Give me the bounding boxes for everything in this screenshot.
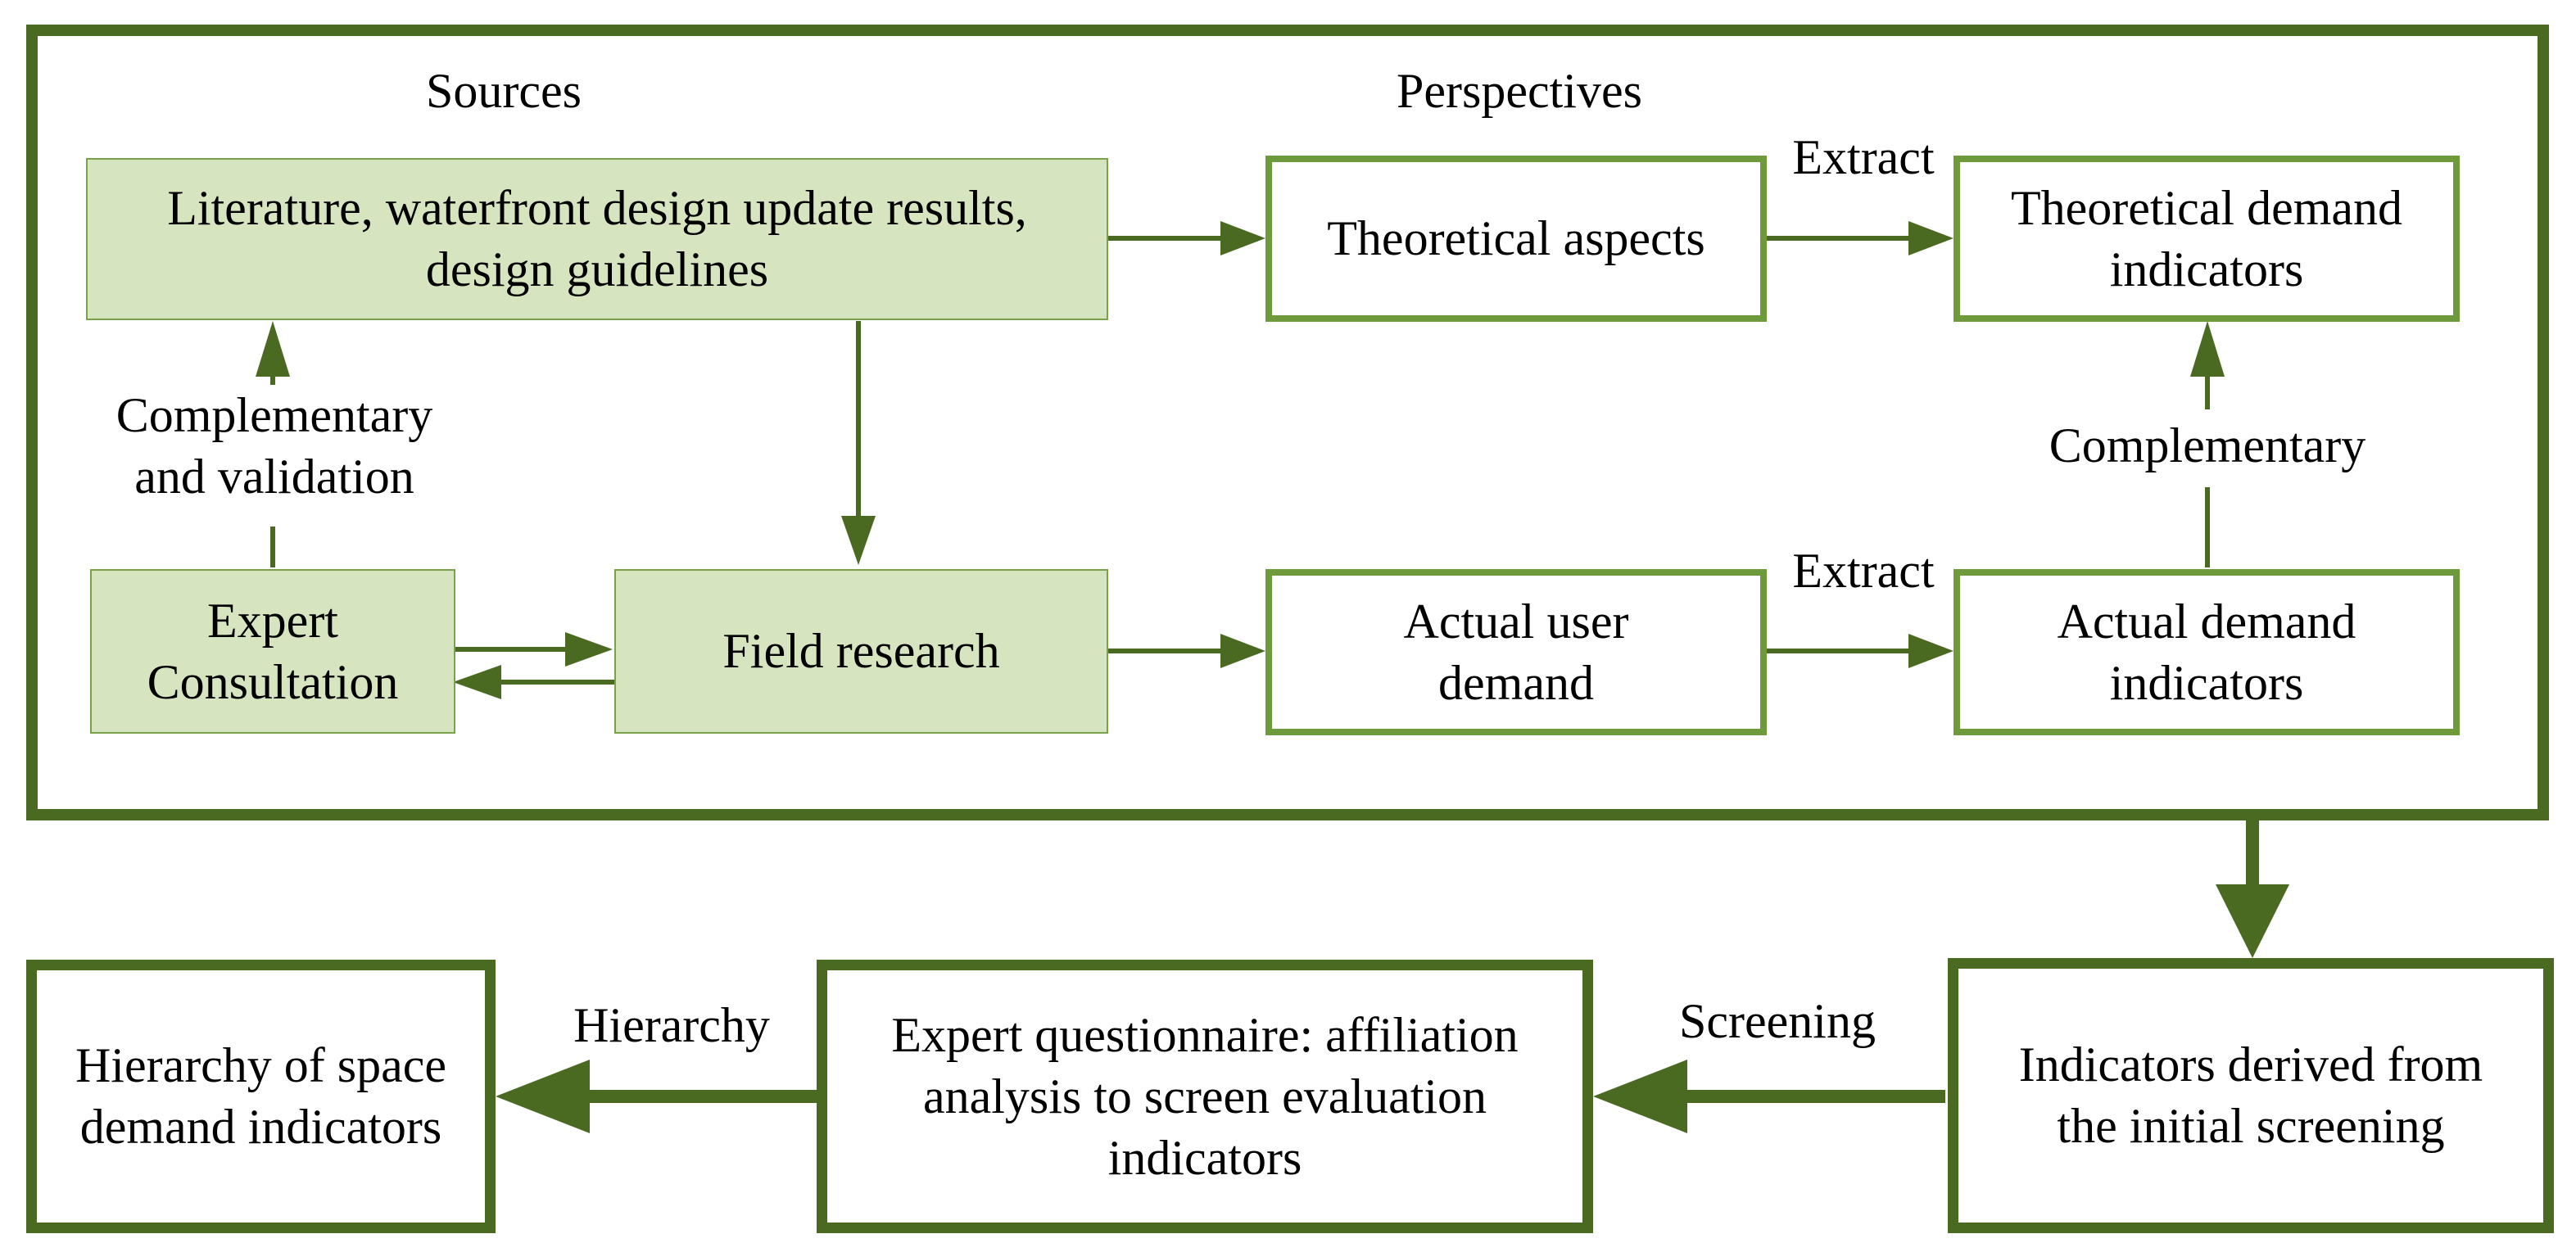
label-screening: Screening: [1679, 994, 1876, 1048]
label-extract-top: Extract: [1792, 130, 1935, 184]
node-initial-screening-label: Indicators derived from the initial scre…: [2018, 1037, 2483, 1153]
node-actual-user-demand-label: Actual user demand: [1403, 594, 1629, 710]
node-theoretical-aspects: Theoretical aspects: [1265, 156, 1767, 322]
header-sources: Sources: [426, 64, 582, 118]
label-complementary-validation: Complementary and validation: [115, 388, 433, 504]
node-expert-questionnaire-label: Expert questionnaire: affiliation analys…: [891, 1007, 1519, 1185]
node-literature: Literature, waterfront design update res…: [86, 158, 1108, 320]
label-complementary: Complementary: [2007, 415, 2408, 477]
node-hierarchy-indicators: Hierarchy of space demand indicators: [26, 960, 496, 1233]
header-perspectives: Perspectives: [1397, 64, 1642, 118]
node-expert-consultation-label: Expert Consultation: [147, 593, 399, 709]
research-sources-frame: [26, 25, 2549, 820]
label-extract-bottom: Extract: [1792, 544, 1935, 598]
node-hierarchy-indicators-label: Hierarchy of space demand indicators: [75, 1038, 447, 1154]
node-expert-questionnaire: Expert questionnaire: affiliation analys…: [817, 960, 1593, 1233]
node-theoretical-aspects-label: Theoretical aspects: [1327, 211, 1705, 265]
node-initial-screening: Indicators derived from the initial scre…: [1948, 958, 2554, 1233]
node-theoretical-indicators-label: Theoretical demand indicators: [2010, 180, 2403, 296]
node-expert-consultation: Expert Consultation: [90, 569, 455, 734]
node-actual-indicators: Actual demand indicators: [1954, 569, 2460, 735]
label-hierarchy: Hierarchy: [573, 998, 770, 1052]
node-theoretical-indicators: Theoretical demand indicators: [1954, 156, 2460, 322]
node-field-research: Field research: [614, 569, 1108, 734]
node-field-research-label: Field research: [722, 624, 1000, 678]
node-actual-indicators-label: Actual demand indicators: [2057, 594, 2356, 710]
node-actual-user-demand: Actual user demand: [1265, 569, 1767, 735]
node-literature-label: Literature, waterfront design update res…: [167, 181, 1027, 296]
